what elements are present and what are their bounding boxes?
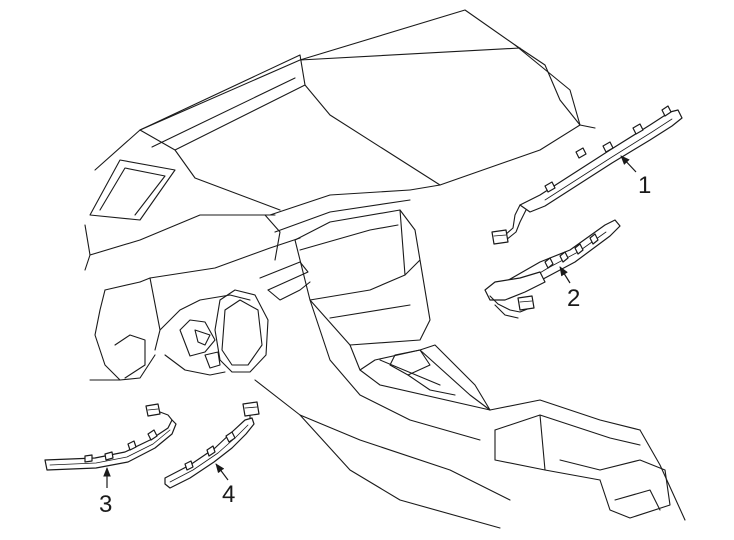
callout-1-leader	[620, 155, 637, 173]
callout-2-label: 2	[567, 285, 580, 312]
callout-3: 3	[99, 467, 112, 518]
callout-3-label: 3	[99, 491, 112, 518]
callout-4-leader	[215, 463, 229, 481]
part-1-ambient-light-strip	[491, 105, 683, 245]
callout-1-label: 1	[638, 172, 651, 199]
part-2-ambient-light-strip	[484, 219, 621, 319]
callout-4: 4	[215, 463, 235, 508]
callout-1: 1	[620, 155, 651, 199]
dashboard-outline	[84, 9, 686, 529]
part-3-ambient-light-strip	[44, 403, 177, 471]
part-4-ambient-light-strip	[164, 401, 260, 489]
callout-2: 2	[559, 266, 580, 312]
callout-4-label: 4	[222, 481, 235, 508]
callout-2-leader	[559, 266, 571, 284]
